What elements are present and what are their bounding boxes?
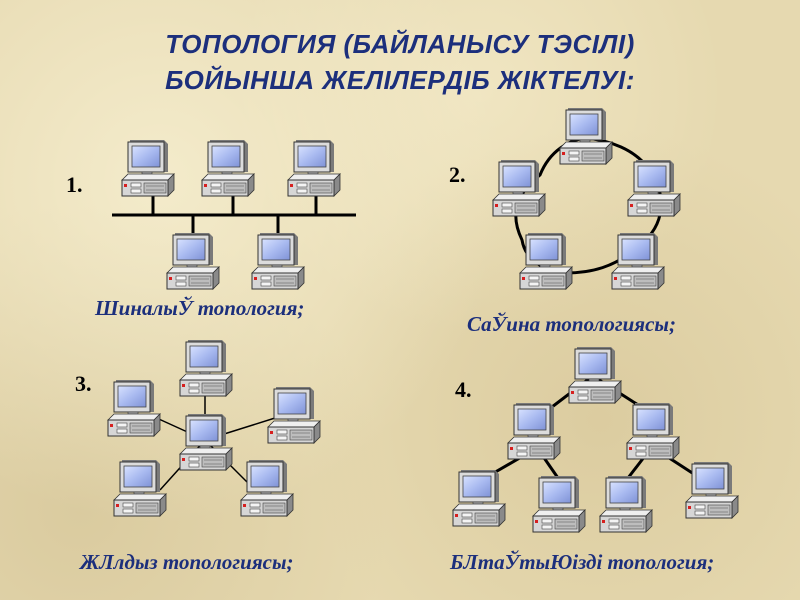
title-line-1: ТОПОЛОГИЯ (БАЙЛАНЫСУ ТЭСІЛІ): [165, 29, 635, 59]
desktop-computer-icon: [121, 139, 175, 197]
star-caption: ЖЛлдыз топологиясы;: [80, 550, 294, 574]
desktop-computer-icon: [492, 159, 546, 217]
desktop-computer-icon: [568, 346, 622, 404]
desktop-computer-icon: [179, 339, 233, 397]
tree-caption: БЛтаЎтыЮізді топология;: [450, 550, 715, 574]
desktop-computer-icon: [532, 475, 586, 533]
desktop-computer-icon: [107, 379, 161, 437]
desktop-computer-icon: [287, 139, 341, 197]
bus-number: 1.: [66, 172, 83, 197]
bus-topology: [112, 139, 356, 290]
slide-title: ТОПОЛОГИЯ (БАЙЛАНЫСУ ТЭСІЛІ) БОЙЫНША ЖЕЛ…: [0, 26, 800, 98]
desktop-computer-icon: [452, 469, 506, 527]
bus-caption: ШиналыЎ топология;: [95, 296, 305, 320]
desktop-computer-icon: [201, 139, 255, 197]
ring-caption: СаЎина топологиясы;: [467, 312, 676, 336]
desktop-computer-icon: [627, 159, 681, 217]
desktop-computer-icon: [166, 232, 220, 290]
desktop-computer-icon: [251, 232, 305, 290]
ring-topology: [492, 107, 681, 290]
desktop-computer-icon: [507, 402, 561, 460]
tree-topology: [452, 346, 739, 533]
desktop-computer-icon: [519, 232, 573, 290]
desktop-computer-icon: [240, 459, 294, 517]
hub-computer-icon: [179, 413, 233, 471]
ring-number: 2.: [449, 162, 466, 187]
tree-number: 4.: [455, 377, 472, 402]
star-number: 3.: [75, 371, 92, 396]
desktop-computer-icon: [685, 461, 739, 519]
desktop-computer-icon: [559, 107, 613, 165]
desktop-computer-icon: [611, 232, 665, 290]
desktop-computer-icon: [626, 402, 680, 460]
title-line-2: БОЙЫНША ЖЕЛІЛЕРДІБ ЖІКТЕЛУІ:: [165, 65, 635, 95]
desktop-computer-icon: [267, 386, 321, 444]
desktop-computer-icon: [113, 459, 167, 517]
desktop-computer-icon: [599, 475, 653, 533]
star-topology: [107, 339, 321, 517]
